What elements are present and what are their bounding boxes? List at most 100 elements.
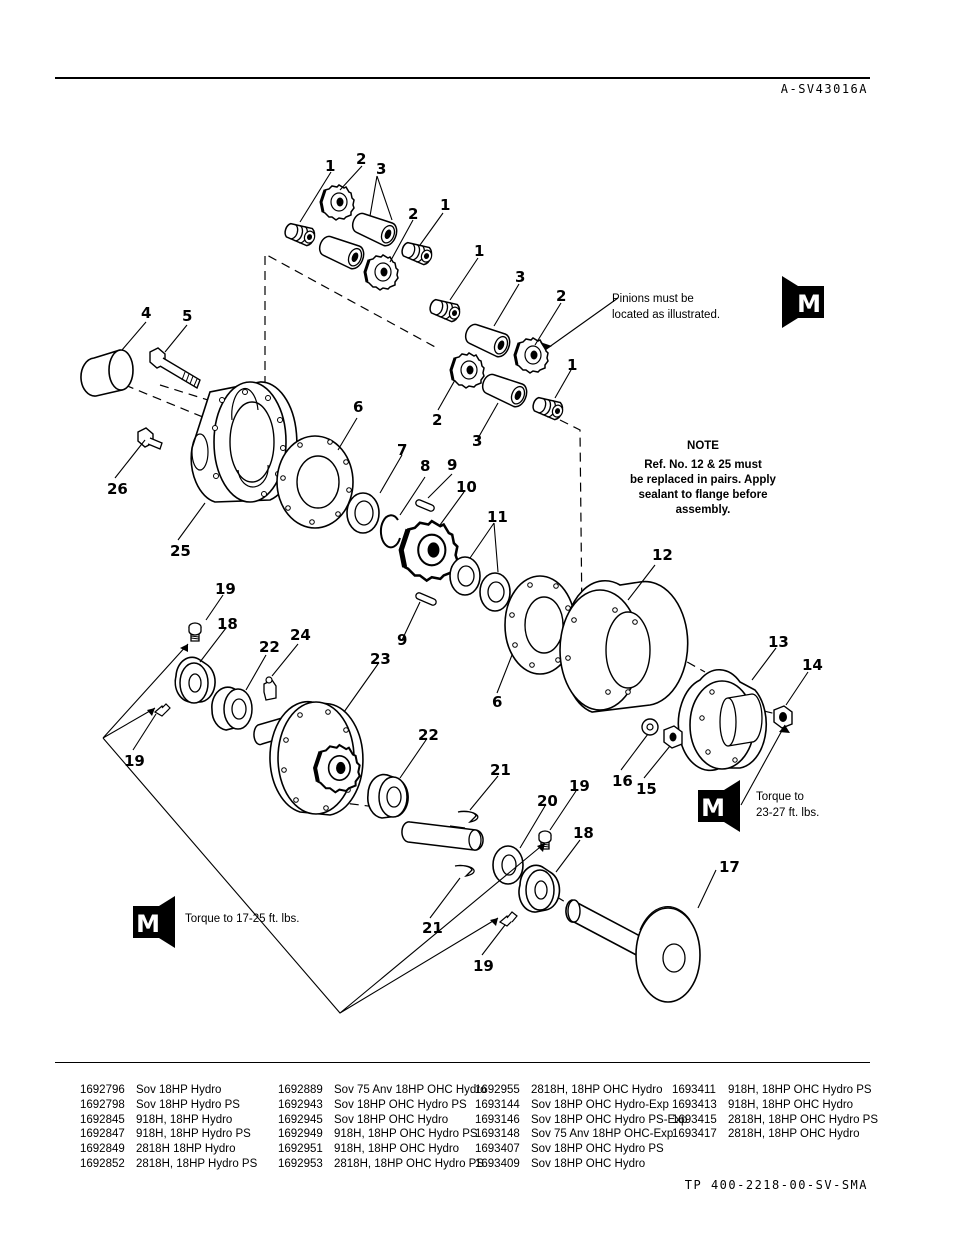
key-9b — [415, 592, 437, 606]
figure-code: A-SV43016A — [780, 82, 868, 96]
exploded-view-diagram: M — [80, 150, 824, 1014]
pinions-note-line-1: Pinions must be — [612, 293, 694, 305]
washer-16 — [641, 718, 659, 736]
part-label: 1 — [567, 356, 577, 374]
gasket-6a — [276, 435, 354, 529]
key-21b — [454, 864, 475, 877]
part-label: 9 — [447, 456, 457, 474]
axle-shaft — [401, 821, 484, 851]
screw-26 — [137, 427, 163, 450]
key-21a — [457, 810, 479, 824]
top-rule — [55, 77, 870, 79]
maintenance-m-icon — [698, 780, 740, 832]
snap-ring-8 — [379, 514, 401, 549]
pinion-gear-2a — [319, 183, 356, 222]
screw-19b — [153, 703, 171, 717]
key-9a — [415, 499, 435, 512]
part-label: 3 — [472, 432, 482, 450]
pinion-spring-1c — [427, 296, 463, 324]
torque-callout-14: Torque to 23-27 ft. lbs. — [698, 780, 819, 832]
maintenance-m-icon — [782, 276, 824, 328]
pinions-note-line-2: located as illustrated. — [612, 309, 720, 321]
pinion-sleeve-3a — [348, 208, 401, 250]
nut-15 — [663, 725, 683, 749]
part-label: 1 — [440, 196, 450, 214]
screw-19d — [498, 911, 518, 927]
note-line-3: sealant to flange before — [638, 489, 767, 501]
part-label: 24 — [290, 626, 311, 644]
part-label: 18 — [573, 824, 594, 842]
part-label: 2 — [408, 205, 418, 223]
part-label: 19 — [215, 580, 236, 598]
part-label: 1 — [325, 157, 335, 175]
bushing-22a — [211, 686, 253, 731]
bushing-22b — [367, 773, 409, 819]
pinions-callout: Pinions must be located as illustrated. — [612, 276, 824, 328]
leader-lines — [102, 165, 809, 1014]
part-label: 14 — [802, 656, 823, 674]
part-label: 23 — [370, 650, 391, 668]
part-label: 7 — [397, 441, 407, 459]
grease-fitting-24 — [263, 676, 277, 701]
part-label: 21 — [422, 919, 443, 937]
note-block: NOTE Ref. No. 12 & 25 must be replaced i… — [630, 440, 777, 516]
note-line-1: Ref. No. 12 & 25 must — [644, 459, 762, 471]
part-label: 10 — [456, 478, 477, 496]
part-label: 2 — [432, 411, 442, 429]
pinion-spring-1b — [399, 239, 435, 267]
bottom-rule — [55, 1062, 870, 1063]
torque-14-line-1: Torque to — [756, 791, 804, 803]
part-label: 25 — [170, 542, 191, 560]
part-label: 12 — [652, 546, 673, 564]
note-line-2: be replaced in pairs. Apply — [630, 474, 777, 486]
screw-19a — [188, 622, 202, 642]
part-label: 22 — [259, 638, 280, 656]
torque-callout-19: Torque to 17-25 ft. lbs. — [133, 896, 299, 948]
part-label: 6 — [492, 693, 502, 711]
part-label: 13 — [768, 633, 789, 651]
collar-18b — [518, 864, 561, 913]
nut-14 — [773, 705, 793, 729]
part-label: 8 — [420, 457, 430, 475]
part-label: 3 — [515, 268, 525, 286]
part-label: 15 — [636, 780, 657, 798]
part-label: 2 — [356, 150, 366, 168]
part-labels: 1 2 3 2 1 1 3 2 1 2 3 4 5 26 25 6 7 8 9 … — [107, 150, 823, 975]
part-label: 21 — [490, 761, 511, 779]
pinion-spring-1a — [282, 220, 318, 248]
cap-4 — [80, 349, 134, 397]
part-label: 26 — [107, 480, 128, 498]
part-label: 3 — [376, 160, 386, 178]
washer-7 — [346, 492, 380, 534]
part-label: 5 — [182, 307, 192, 325]
part-label: 9 — [397, 631, 407, 649]
part-label: 18 — [217, 615, 238, 633]
maintenance-m-icon — [133, 896, 175, 948]
pinion-spring-1d — [530, 394, 566, 422]
part-label: 4 — [141, 304, 151, 322]
document-code: TP 400-2218-00-SV-SMA — [684, 1178, 868, 1192]
pinion-gear-2d — [449, 351, 486, 390]
part-label: 19 — [569, 777, 590, 795]
pinion-sleeve-3d — [478, 369, 531, 411]
side-gear-10 — [401, 521, 457, 581]
part-label: 6 — [353, 398, 363, 416]
